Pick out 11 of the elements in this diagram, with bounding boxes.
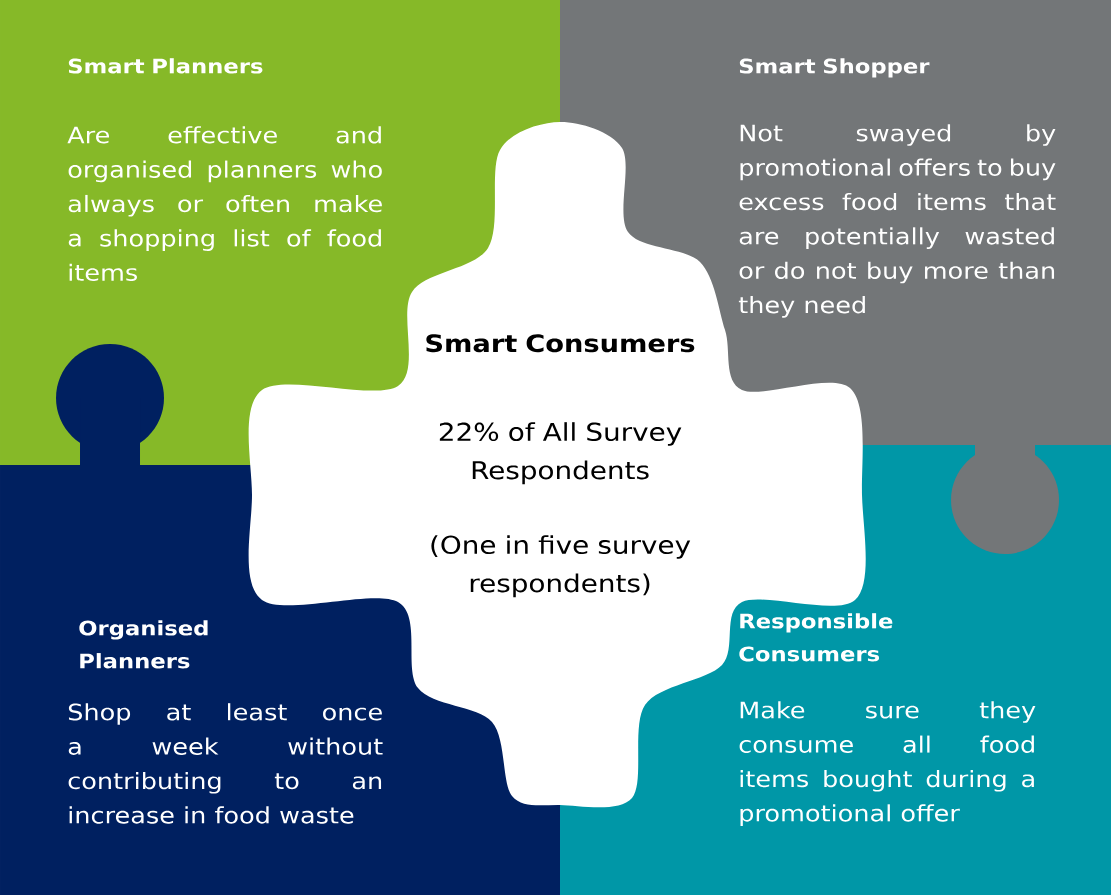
heading: Responsible Consumers (739, 613, 893, 662)
heading: Smart Consumers (426, 334, 695, 353)
heading: Organised Planners (79, 620, 208, 669)
body-text: Not swayed by promotional offers to buy excess food items that are potentially wasted or do not buy more than they need (738, 124, 1056, 318)
body-text: Make sure they consume all food items bought during a promotional offer (739, 701, 1036, 826)
body-text: Are effective and organised planners who always or often make a shopping list of food items (67, 126, 382, 281)
heading: Smart Shopper (739, 58, 930, 78)
body-text: Shop at least once a week without contributing to an increase in food waste (68, 703, 383, 824)
heading: Smart Planners (68, 58, 263, 74)
body-text: (One in five survey respondents) (431, 535, 691, 598)
body-text: 22% of All Survey Respondents (439, 422, 682, 485)
